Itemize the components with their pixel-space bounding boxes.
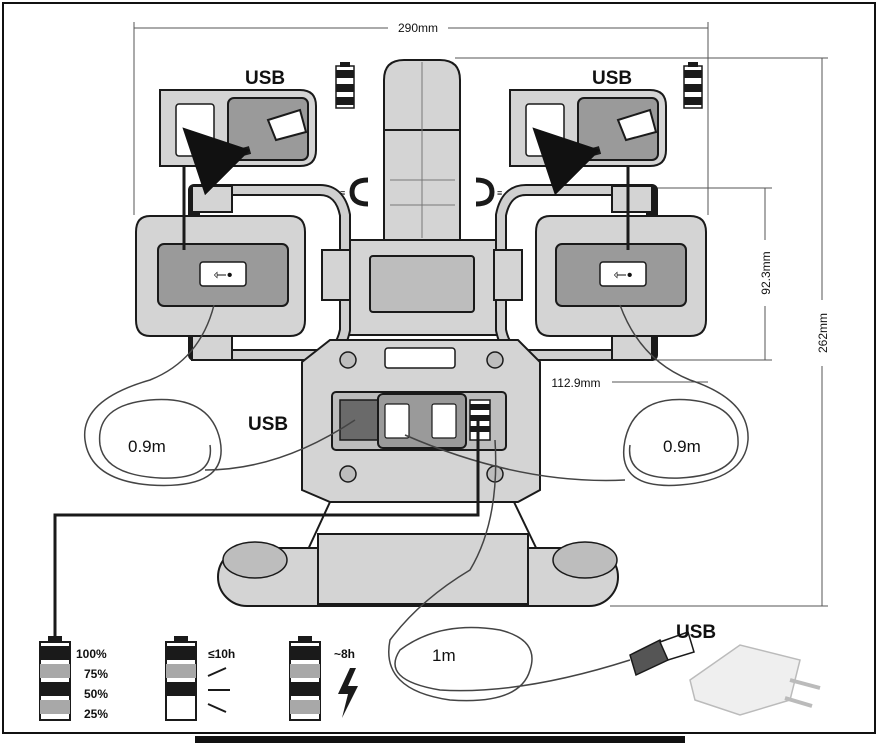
cable-label-right: 0.9m <box>663 437 701 456</box>
svg-text:≡: ≡ <box>340 188 345 198</box>
magnet-icon: ≡ <box>475 177 502 207</box>
dimension-92: 92.3mm <box>655 187 773 361</box>
svg-text:⇽•: ⇽• <box>213 267 232 284</box>
level-100: 100% <box>76 647 107 661</box>
usb-label-top-right: USB <box>592 68 632 89</box>
frame-border <box>2 2 876 734</box>
dim-width-top: 290mm <box>398 21 438 35</box>
svg-text:≡: ≡ <box>497 188 502 198</box>
level-50: 50% <box>84 687 108 701</box>
usb-label-hub: USB <box>248 414 288 435</box>
left-light-head: ⇽• <box>135 184 351 361</box>
light-rays-icon <box>207 667 230 713</box>
cable-label-main: 1m <box>432 646 456 665</box>
dim-width-side: 112.9mm <box>551 376 600 390</box>
usb-module-top-left <box>159 89 317 250</box>
level-25: 25% <box>84 707 108 721</box>
stand <box>217 501 619 607</box>
right-light-head: ⇽• <box>493 184 707 361</box>
bottom-bar <box>195 736 685 743</box>
dim-height-side: 92.3mm <box>759 251 773 294</box>
cable-main <box>388 439 631 702</box>
battery-work-icon <box>165 636 197 721</box>
dimension-262: 262mm <box>455 57 830 607</box>
runtime-charge: ~8h <box>334 647 355 661</box>
battery-legend <box>39 636 71 721</box>
indicator-line <box>53 420 480 640</box>
wall-charger <box>689 644 821 716</box>
cable-left <box>83 304 356 487</box>
battery-charge-icon <box>289 636 321 721</box>
battery-icon <box>335 62 355 109</box>
cable-label-left: 0.9m <box>128 437 166 456</box>
center-body <box>347 239 499 336</box>
usb-module-top-right <box>509 89 667 250</box>
battery-icon <box>683 62 703 109</box>
hub-body <box>301 339 541 503</box>
svg-text:⇽•: ⇽• <box>613 267 632 284</box>
center-handle <box>383 59 461 241</box>
lightning-icon <box>338 668 358 718</box>
usb-label-top-left: USB <box>245 68 285 89</box>
usb-label-charger: USB <box>676 622 716 643</box>
usb-plug <box>629 631 695 677</box>
magnet-icon: ≡ <box>340 177 369 207</box>
level-75: 75% <box>84 667 108 681</box>
runtime-work: ≤10h <box>208 647 235 661</box>
cable-right <box>404 304 749 487</box>
dim-height-right: 262mm <box>816 313 830 353</box>
dimension-290: 290mm <box>133 20 709 215</box>
